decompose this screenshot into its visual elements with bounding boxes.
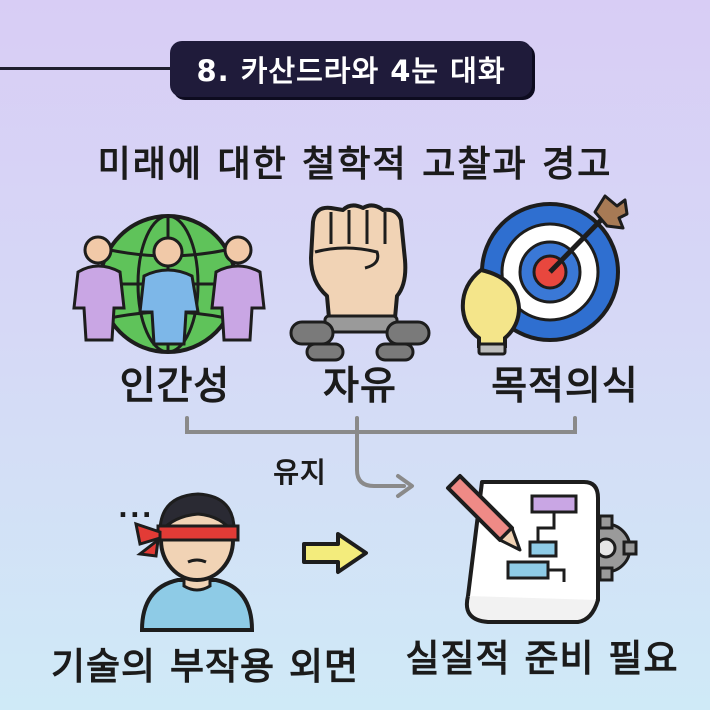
connector-label: 유지: [273, 456, 327, 489]
value-label-freedom: 자유: [323, 364, 397, 409]
value-label-purpose: 목적의식: [491, 364, 639, 409]
value-label-humanity: 인간성: [119, 364, 231, 409]
title-badge: 8. 카산드라와 4눈 대화: [170, 41, 532, 97]
ellipsis-text: ...: [118, 494, 154, 524]
people-globe-icon: [72, 214, 266, 354]
target-arrow-bulb-icon: [460, 194, 629, 356]
page-title: 8. 카산드라와 4눈 대화: [196, 54, 506, 88]
arrow-right-icon: [302, 532, 368, 574]
fist-broken-chain-icon: [289, 203, 431, 362]
pencil-plan-gear-icon: [446, 474, 638, 624]
bottom-left-label: 기술의 부작용 외면: [50, 645, 360, 688]
subtitle: 미래에 대한 철학적 고찰과 경고: [97, 144, 613, 185]
header-rule: [0, 67, 175, 70]
blindfolded-person-icon: [134, 492, 255, 632]
bottom-right-label: 실질적 준비 필요: [405, 637, 679, 680]
